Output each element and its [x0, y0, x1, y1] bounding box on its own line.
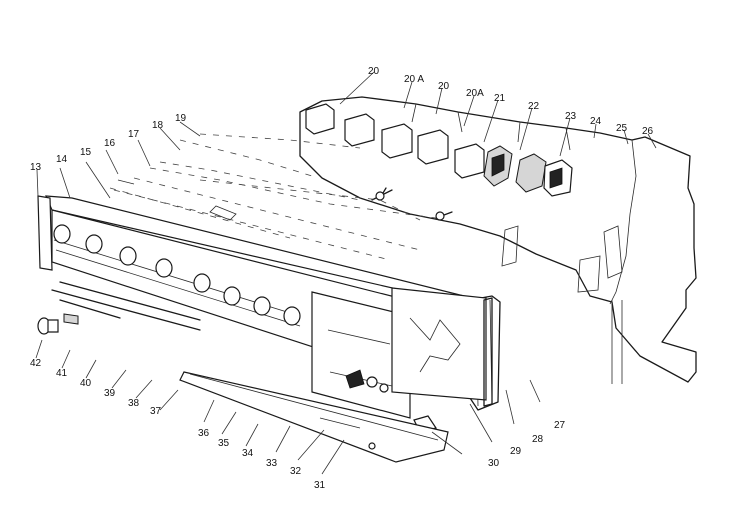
callout-37: 37 — [150, 406, 162, 417]
callout-25: 25 — [616, 123, 628, 134]
callout-38: 38 — [128, 398, 140, 409]
callout-41: 41 — [56, 368, 68, 379]
callout-16: 16 — [104, 138, 116, 149]
callout-31: 31 — [314, 480, 326, 491]
callout-13: 13 — [30, 162, 42, 173]
front-small-parts — [37, 313, 79, 335]
callout-27: 27 — [554, 420, 566, 431]
leader-lines — [35, 71, 657, 475]
fittings — [117, 179, 453, 221]
callout-30: 30 — [488, 458, 500, 469]
back-panel — [299, 96, 697, 384]
callout-39: 39 — [104, 388, 116, 399]
callout-36: 36 — [198, 428, 210, 439]
callout-29: 29 — [510, 446, 522, 457]
callout-20-first: 20 — [368, 66, 380, 77]
callout-33: 33 — [266, 458, 278, 469]
knob-row — [53, 224, 301, 326]
callout-labels: 13 14 15 16 17 18 19 20 20 A 20 20A 21 2… — [30, 66, 654, 491]
callout-35: 35 — [218, 438, 230, 449]
back-row-components — [305, 103, 573, 197]
callout-18: 18 — [152, 120, 164, 131]
callout-42: 42 — [30, 358, 42, 369]
callout-40: 40 — [80, 378, 92, 389]
lower-rail — [51, 281, 449, 463]
clock-panel — [311, 287, 493, 433]
callout-19: 19 — [175, 113, 187, 124]
callout-34: 34 — [242, 448, 254, 459]
callout-20-second: 20 — [438, 81, 450, 92]
callout-22: 22 — [528, 101, 540, 112]
callout-15: 15 — [80, 147, 92, 158]
callout-20a-first: 20 A — [404, 74, 424, 85]
callout-21: 21 — [494, 93, 506, 104]
callout-24: 24 — [590, 116, 602, 127]
callout-28: 28 — [532, 434, 544, 445]
callout-14: 14 — [56, 154, 68, 165]
callout-17: 17 — [128, 129, 140, 140]
callout-20a-second: 20A — [466, 88, 484, 99]
callout-26: 26 — [642, 126, 654, 137]
callout-23: 23 — [565, 111, 577, 122]
callout-32: 32 — [290, 466, 302, 477]
